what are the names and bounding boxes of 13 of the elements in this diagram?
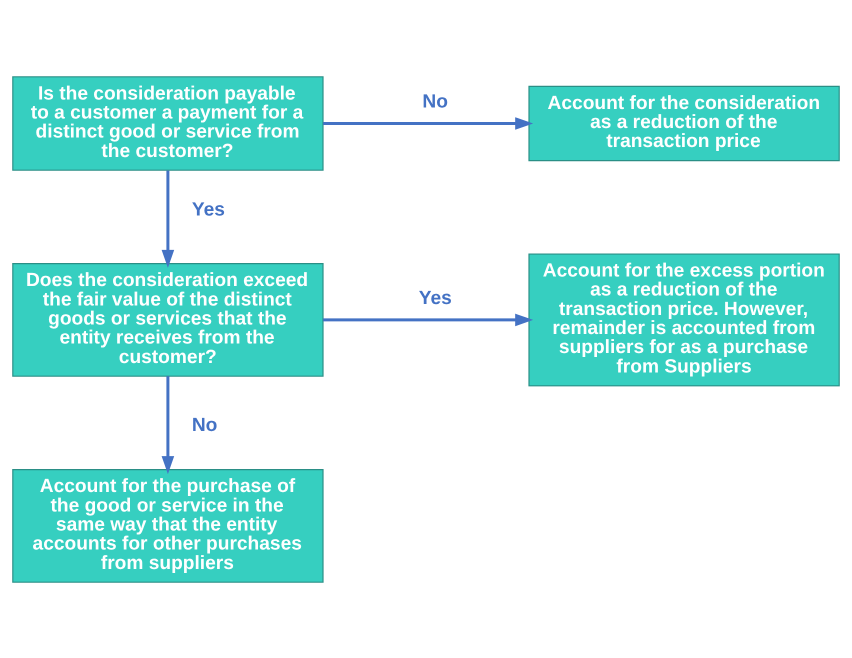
node-box: Account for the purchase of the good or service in the same way that the entity accounts for other purchases from suppliers	[12, 468, 324, 582]
edge-label: No	[422, 91, 448, 112]
arrow	[323, 116, 534, 130]
arrow	[323, 313, 534, 326]
edge-label: Yes	[192, 198, 225, 220]
node-box: Account for the consideration as a reduction of the transaction price	[528, 85, 840, 161]
edge-label: No	[192, 414, 218, 436]
node-box: Is the consideration payable to a customer a payment for a distinct good or service from the customer?	[12, 76, 324, 170]
node-box: Does the consideration exceed the fair value of the distinct goods or services that the entity receives from the customer?	[12, 262, 324, 376]
arrow	[162, 376, 174, 474]
edge-label: Yes	[418, 288, 452, 309]
arrow	[162, 170, 174, 268]
node-box: Account for the excess portion as a reduction of the transaction price. However, remainder is accounted from suppliers for as a purchase from Suppliers	[528, 252, 840, 386]
